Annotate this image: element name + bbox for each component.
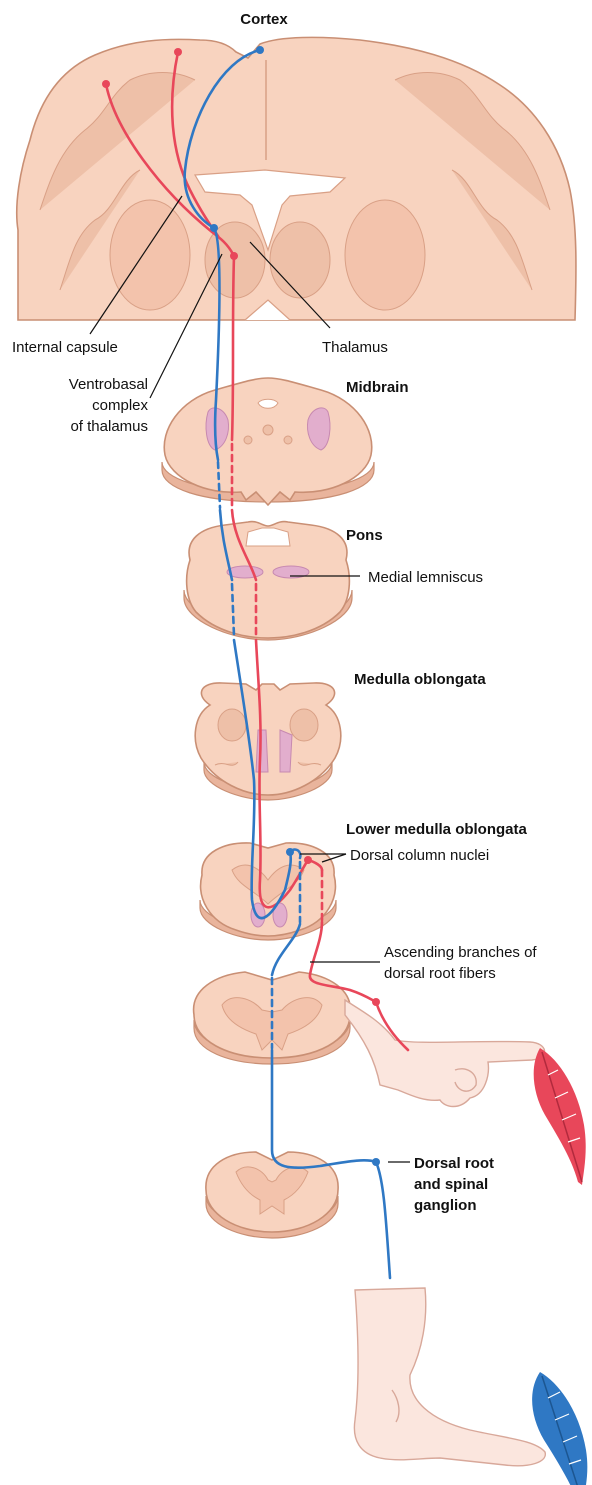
ventrobasal-label-line1: Ventrobasal (69, 376, 148, 393)
dorsal-root-label-line3: ganglion (414, 1197, 477, 1214)
ventrobasal-label-line2: complex (92, 397, 148, 414)
pons-label: Pons (346, 527, 383, 544)
cortex-label: Cortex (240, 11, 288, 28)
coronal-brain-section (17, 37, 576, 320)
pons-section (184, 522, 352, 640)
medulla-section (195, 683, 341, 800)
pointing-hand-icon (345, 1000, 545, 1107)
ascending-branches-label-line1: Ascending branches of (384, 944, 537, 961)
medial-lemniscus-label: Medial lemniscus (368, 569, 483, 586)
lumbar-spinal-cord-section (206, 1152, 338, 1238)
ventrobasal-label-line3: of thalamus (70, 418, 148, 435)
foot-icon (354, 1288, 545, 1466)
internal-capsule-label: Internal capsule (12, 339, 118, 356)
dorsal-root-label-line2: and spinal (414, 1176, 488, 1193)
lower-medulla-label: Lower medulla oblongata (346, 821, 528, 838)
dorsal-root-label-line1: Dorsal root (414, 1155, 494, 1172)
feather-icon (534, 1048, 586, 1185)
midbrain-section (162, 378, 374, 505)
thalamus-label: Thalamus (322, 339, 388, 356)
medulla-label: Medulla oblongata (354, 671, 486, 688)
lower-medulla-section (200, 843, 336, 940)
ascending-branches-label-line2: dorsal root fibers (384, 965, 496, 982)
feather-icon (532, 1372, 587, 1485)
dorsal-column-nuclei-label: Dorsal column nuclei (350, 847, 489, 864)
midbrain-label: Midbrain (346, 379, 409, 396)
